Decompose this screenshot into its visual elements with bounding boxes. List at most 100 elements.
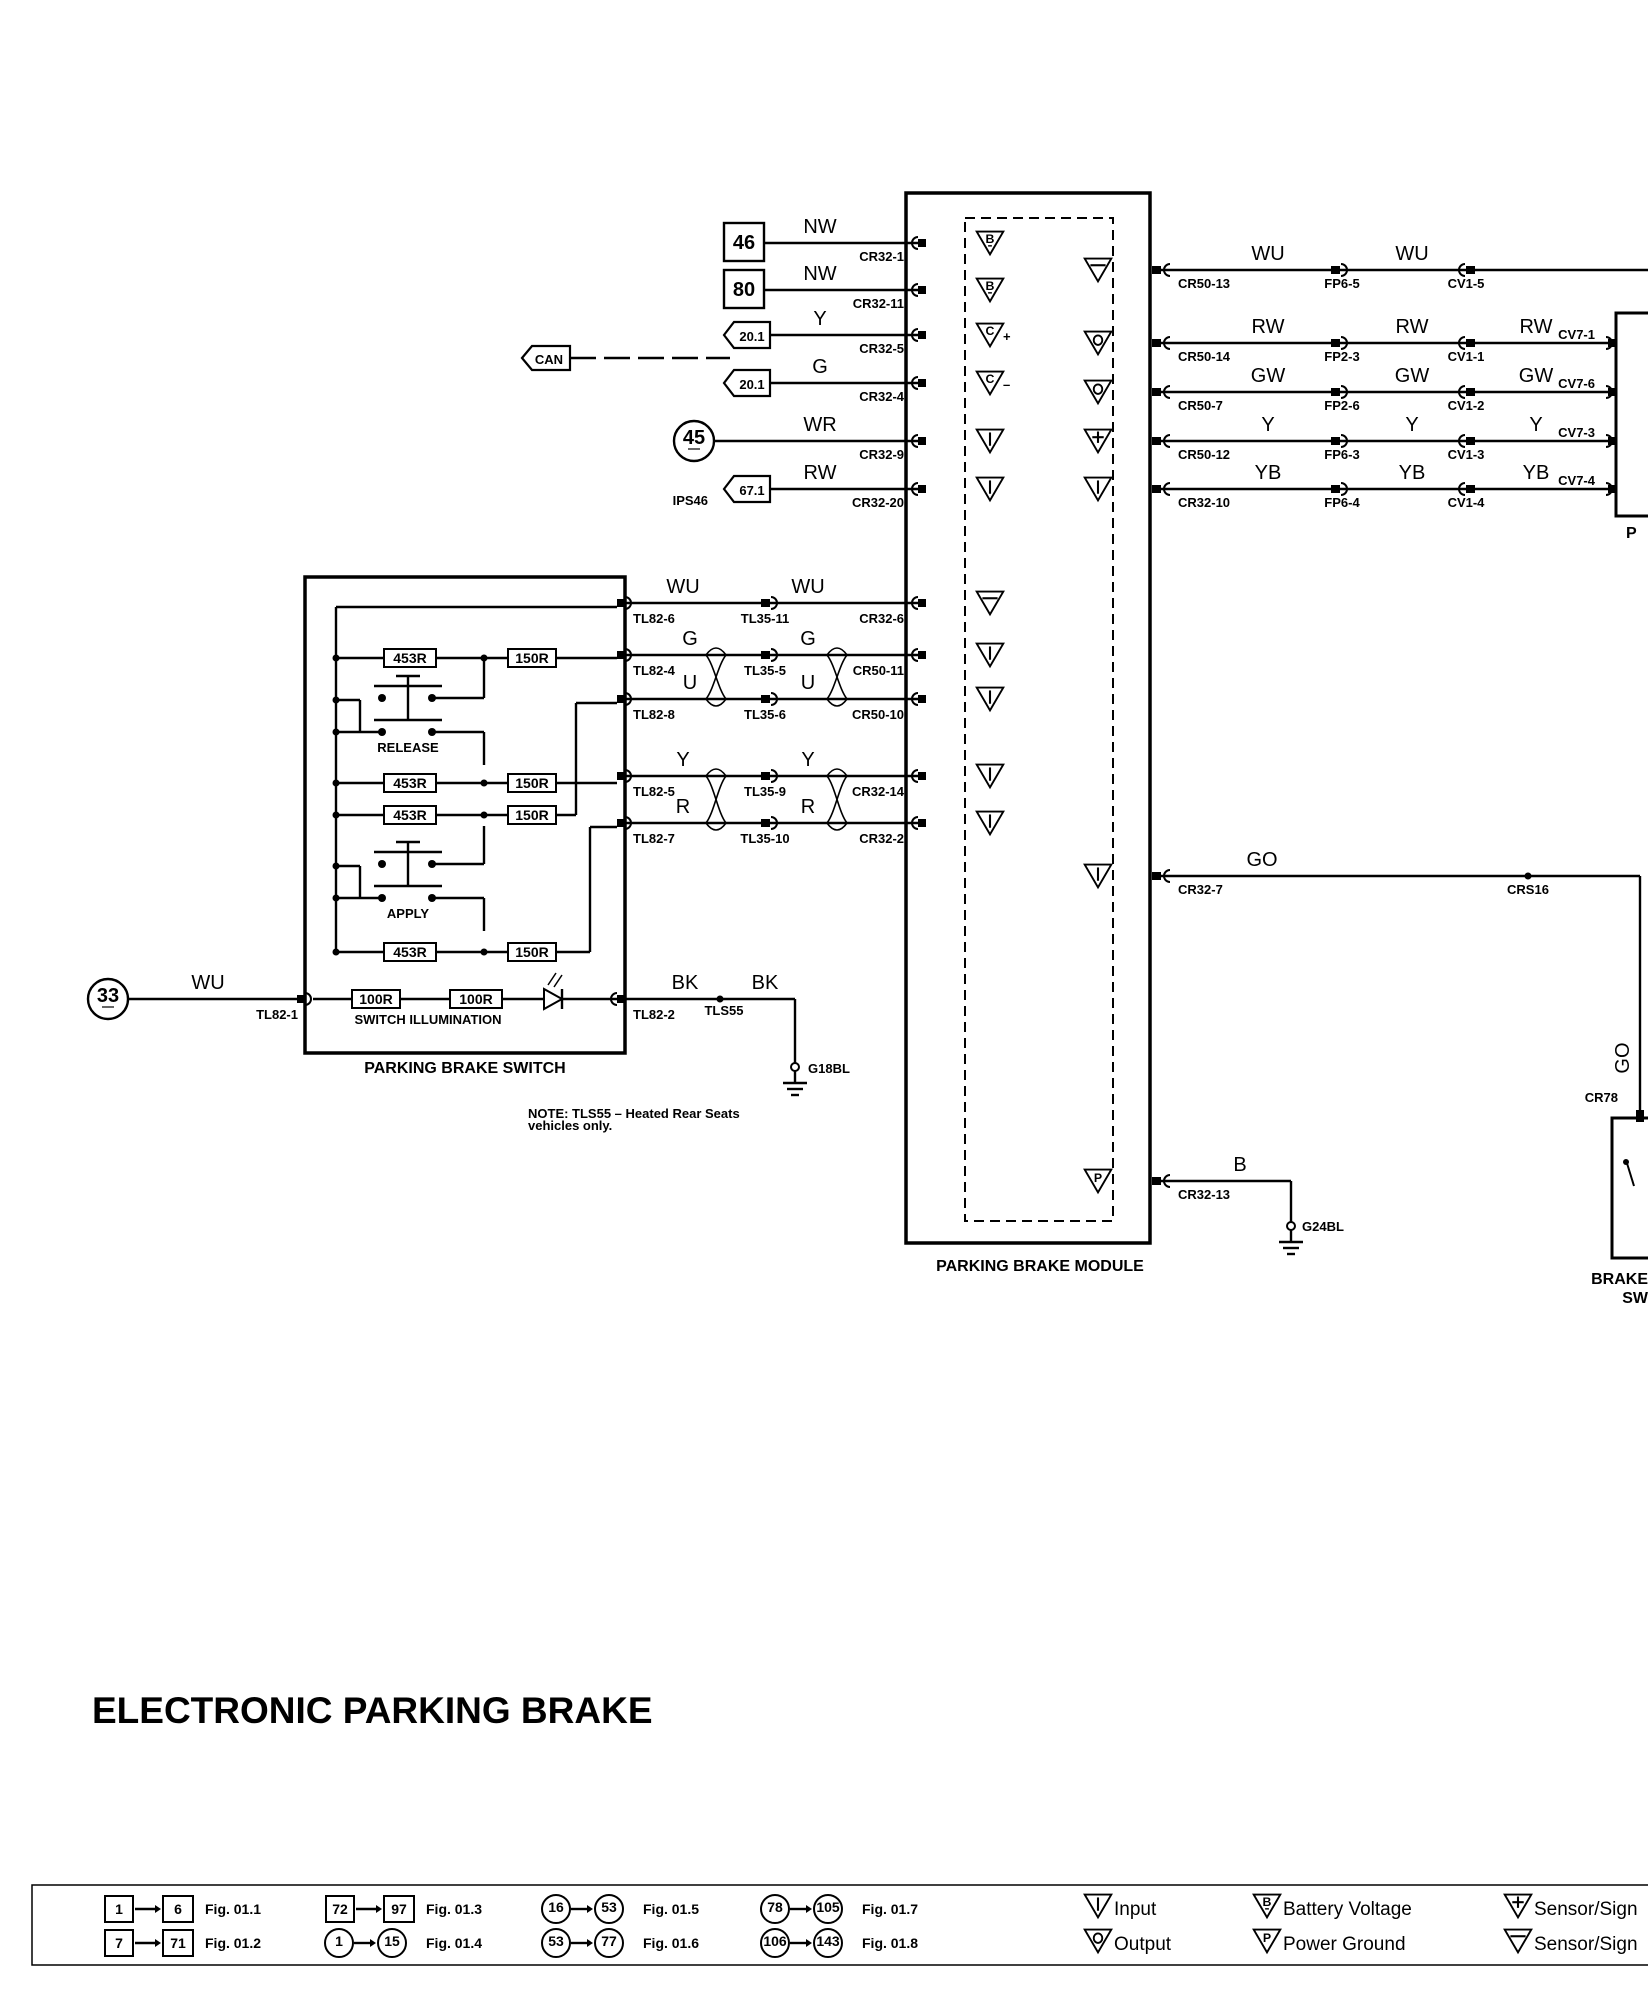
switch-connector [624,596,632,610]
resistor-100r: 100R [351,989,401,1009]
legend-box [383,1895,415,1923]
pin-number: CR32-14 [852,784,905,799]
legend-from: 72 [332,1901,348,1917]
pin-number: CR50-10 [852,707,904,722]
legend-fig-label: Fig. 01.7 [862,1901,918,1917]
legend-to: 71 [170,1935,186,1951]
connector-pin [911,692,919,706]
connector-pin [911,236,919,250]
legend-to: 77 [601,1933,617,1949]
switch-connector [610,992,618,1006]
cv7-body [1608,485,1617,493]
wire-color: YB [1523,462,1550,484]
pin-number: CR32-11 [853,296,904,311]
pin-symbol-c: C [975,322,1005,349]
splice-connector-socket [770,648,778,662]
fp-connector-socket [1340,482,1348,496]
resistor-value: 453R [393,650,426,666]
connector-pin-body [1152,388,1161,396]
cv7-number: CV7-6 [1558,376,1595,391]
led-triangle [543,987,565,1011]
wire-color: NW [803,216,836,238]
wire-color: WU [191,972,224,994]
triangle [1252,1893,1282,1920]
connector-pin [911,434,919,448]
resistor-value: 150R [515,775,548,791]
pin-number: CR32-13 [1178,1187,1230,1202]
switch-box [303,575,627,1055]
pin-number: CR32-10 [1178,495,1230,510]
contact [378,860,386,868]
connector-pin-body [918,695,926,703]
battery-mark: B [1263,1895,1272,1909]
resistor-value: 150R [515,650,548,666]
wire-color: Y [1529,414,1542,436]
pin-symbol-o [1083,379,1113,406]
connector-pin-body [918,379,926,387]
connector-pin [911,769,919,783]
sign-mark: + [1003,329,1011,344]
module-dashed-box [964,217,1114,1222]
wire-color: U [801,672,815,694]
legend-box [104,1929,134,1957]
resistor-453r: 453R [383,648,437,668]
switch-connector-body [617,651,625,659]
note-line-2: vehicles only. [528,1118,612,1133]
wire-color: R [801,796,815,818]
brake-switch-box [1610,1116,1648,1260]
mid-junction [480,811,488,819]
wire-color: RW [1396,316,1429,338]
connector-pin [911,596,919,610]
led-ray [553,974,563,988]
pin-symbol-b: B [975,230,1005,257]
pin-number: CR50-7 [1178,398,1223,413]
connector-pin-body [918,286,926,294]
ref-number: 46 [733,232,755,254]
connector-number: CR78 [1585,1090,1618,1105]
pin-number: CR32-2 [859,831,904,846]
legend-box [162,1895,194,1923]
legend-frame [31,1884,1648,1966]
wire-color: WU [1395,243,1428,265]
connector-pin-body [1152,266,1161,274]
pin-symbol-i [975,642,1005,669]
pin-symbol-i [975,476,1005,503]
pin-number: CR32-20 [852,495,904,510]
ref-number: 33 [97,985,119,1007]
wire-color: RW [1520,316,1553,338]
twist-b [826,775,848,824]
legend-fig-label: Fig. 01.6 [643,1935,699,1951]
legend-triangle [1503,1893,1533,1920]
legend-fig-label: Fig. 01.8 [862,1935,918,1951]
connector-pin [911,283,919,297]
fp-connector [1331,388,1340,396]
output-mark [1092,383,1104,395]
legend-fig-label: Fig. 01.4 [426,1935,482,1951]
legend-from: 1 [115,1901,123,1917]
splice-connector [761,819,770,827]
switch-connector-body [617,995,625,1003]
splice-connector-socket [770,596,778,610]
connector-pin-body [1152,1177,1161,1185]
sign-mark: – [1003,377,1010,392]
legend-from: 16 [548,1899,564,1915]
fp-connector-socket [1340,385,1348,399]
cv7-body [1608,339,1617,347]
resistor-453r: 453R [383,773,437,793]
switch-connector-body [617,695,625,703]
diagram-title: ELECTRONIC PARKING BRAKE [92,1690,653,1731]
pin-number: TL82-2 [633,1007,675,1022]
legend-circle [813,1894,843,1924]
connector-pin-body [918,819,926,827]
connector-pin [911,376,919,390]
wire-color: YB [1399,462,1426,484]
wire-color: BK [672,972,699,994]
